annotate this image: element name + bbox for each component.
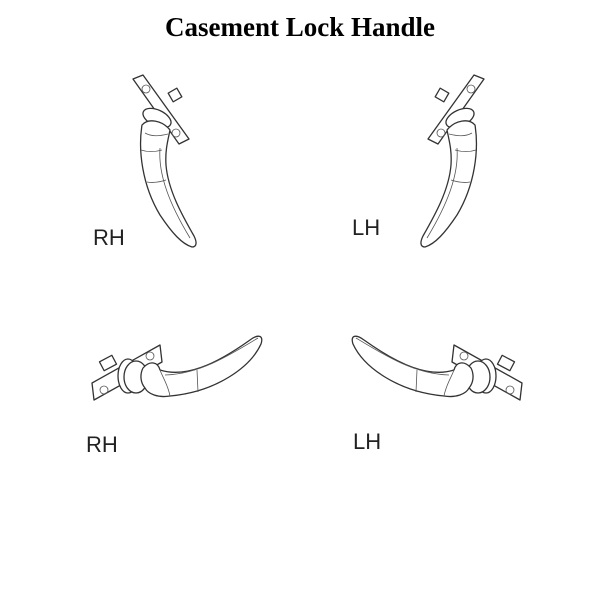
label-horizontal-rh: RH — [86, 432, 118, 457]
handle-vertical-lh-drawing — [420, 74, 485, 248]
label-horizontal-lh: LH — [353, 429, 382, 454]
handle-horizontal-lh-drawing — [351, 335, 523, 401]
handle-vertical-rh-drawing — [132, 74, 197, 248]
label-vertical-lh: LH — [352, 215, 381, 240]
handle-horizontal-rh-drawing — [91, 335, 263, 401]
label-vertical-rh: RH — [93, 225, 125, 250]
diagram-title: Casement Lock Handle — [165, 12, 435, 42]
